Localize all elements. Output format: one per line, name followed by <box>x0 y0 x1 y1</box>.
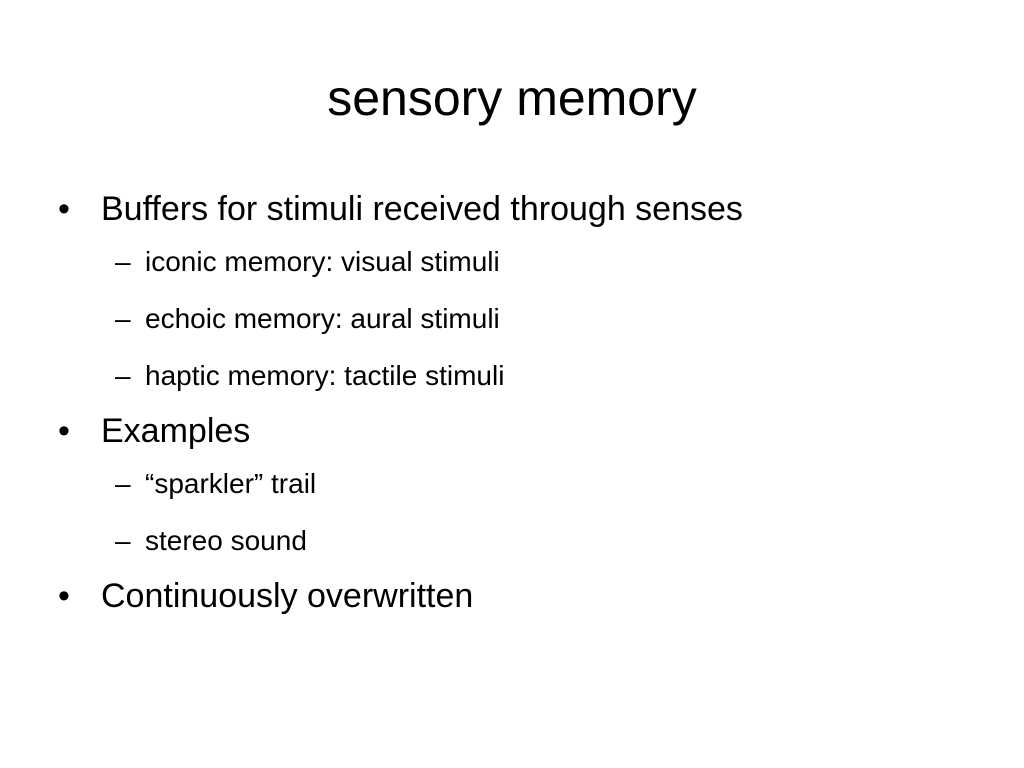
bullet-item: • Buffers for stimuli received through s… <box>56 186 976 232</box>
sub-bullet-text: haptic memory: tactile stimuli <box>145 360 505 391</box>
bullet-marker: • <box>58 412 70 450</box>
slide-title: sensory memory <box>327 70 697 126</box>
dash-marker: – <box>115 303 131 334</box>
sub-bullet-text: iconic memory: visual stimuli <box>145 246 500 277</box>
bullet-marker: • <box>58 190 70 228</box>
dash-marker: – <box>115 525 131 556</box>
dash-marker: – <box>115 246 131 277</box>
sub-bullet-item: – echoic memory: aural stimuli <box>56 299 976 339</box>
sub-bullet-text: echoic memory: aural stimuli <box>145 303 500 334</box>
sub-bullet-item: – haptic memory: tactile stimuli <box>56 356 976 396</box>
bullet-text: Continuously overwritten <box>101 577 474 615</box>
dash-marker: – <box>115 468 131 499</box>
bullet-text: Examples <box>101 412 251 450</box>
slide-body: • Buffers for stimuli received through s… <box>56 186 976 629</box>
bullet-item: • Examples <box>56 408 976 454</box>
sub-bullet-item: – stereo sound <box>56 521 976 561</box>
bullet-text: Buffers for stimuli received through sen… <box>101 190 743 228</box>
sub-bullet-text: “sparkler” trail <box>145 468 317 499</box>
bullet-item: • Continuously overwritten <box>56 573 976 619</box>
bullet-marker: • <box>58 577 70 615</box>
sub-bullet-text: stereo sound <box>145 525 307 556</box>
dash-marker: – <box>115 360 131 391</box>
sub-bullet-item: – iconic memory: visual stimuli <box>56 242 976 282</box>
sub-bullet-item: – “sparkler” trail <box>56 464 976 504</box>
